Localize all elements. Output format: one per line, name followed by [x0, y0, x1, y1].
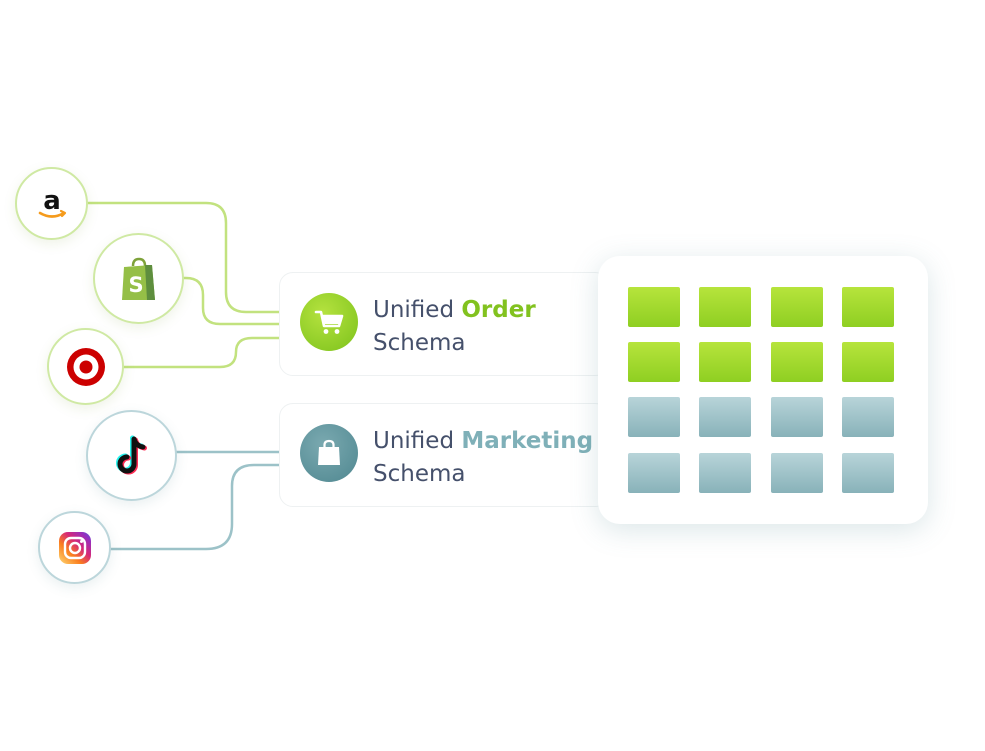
shopping-bag-icon: [300, 424, 358, 482]
grid-cell-green: [699, 342, 751, 382]
grid-cell-teal: [842, 453, 894, 493]
grid-cell-green: [699, 287, 751, 327]
svg-text:a: a: [43, 186, 61, 216]
instagram-camera-icon: [58, 531, 91, 564]
grid-cell-teal: [699, 453, 751, 493]
unified-data-grid: [598, 256, 928, 524]
connector-target: [122, 336, 282, 369]
order-schema-highlight: Order: [461, 297, 536, 323]
grid-cell-teal: [771, 453, 823, 493]
grid-cell-green: [628, 287, 680, 327]
target-bullseye-icon: [66, 347, 105, 386]
order-schema-card[interactable]: Unified Order Schema: [279, 272, 609, 376]
connector-instagram: [108, 463, 282, 551]
grid-cell-green: [771, 342, 823, 382]
shopify-bag-icon: S: [121, 257, 155, 300]
marketing-schema-card[interactable]: Unified Marketing Schema: [279, 403, 609, 507]
amazon-logo-icon: a: [38, 186, 66, 218]
grid-cell-green: [628, 342, 680, 382]
marketing-schema-title: Unified Marketing Schema: [373, 425, 593, 491]
source-amazon[interactable]: a: [15, 167, 88, 240]
grid-cell-teal: [771, 397, 823, 437]
source-instagram[interactable]: [38, 511, 111, 584]
connector-shopify: [182, 276, 282, 326]
source-shopify[interactable]: S: [93, 233, 184, 324]
grid-cell-teal: [842, 397, 894, 437]
grid-cell-teal: [628, 397, 680, 437]
marketing-schema-prefix: Unified: [373, 428, 455, 454]
source-target[interactable]: [47, 328, 124, 405]
grid-cell-green: [842, 342, 894, 382]
order-schema-title: Unified Order Schema: [373, 294, 536, 360]
marketing-schema-highlight: Marketing: [461, 428, 594, 454]
grid-cell-green: [842, 287, 894, 327]
order-schema-prefix: Unified: [373, 297, 455, 323]
shopping-cart-icon: [300, 293, 358, 351]
source-tiktok[interactable]: [86, 410, 177, 501]
marketing-schema-suffix: Schema: [373, 461, 466, 487]
order-schema-suffix: Schema: [373, 330, 466, 356]
grid-cell-green: [771, 287, 823, 327]
grid-cell-teal: [699, 397, 751, 437]
connector-amazon: [86, 201, 282, 314]
grid-cell-teal: [628, 453, 680, 493]
svg-text:S: S: [128, 273, 143, 297]
tiktok-note-icon: [115, 435, 147, 474]
